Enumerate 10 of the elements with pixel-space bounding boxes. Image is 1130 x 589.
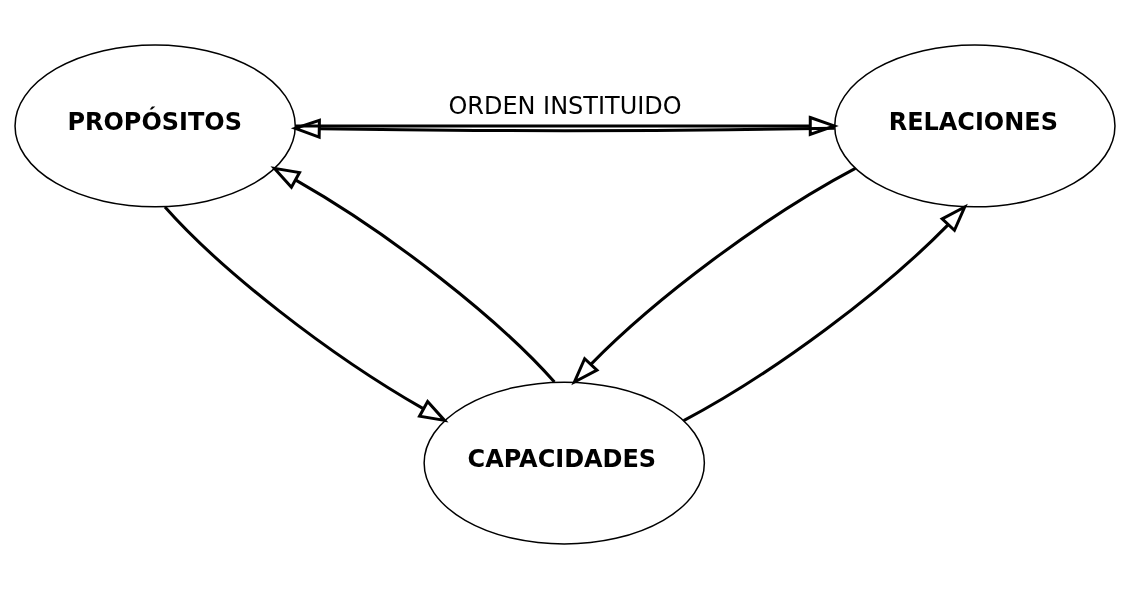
node-ellipse: CAPACIDADES	[423, 381, 706, 545]
arrow	[290, 118, 835, 140]
node-ellipse: RELACIONES	[834, 44, 1116, 208]
edge-label: ORDEN INSTITUIDO	[448, 91, 682, 120]
arrow	[571, 167, 857, 386]
arrow	[295, 115, 839, 137]
node-ellipse: PROPÓSITOS	[14, 44, 296, 208]
arrow	[163, 206, 449, 423]
arrow	[682, 203, 968, 422]
arrow	[270, 166, 556, 383]
